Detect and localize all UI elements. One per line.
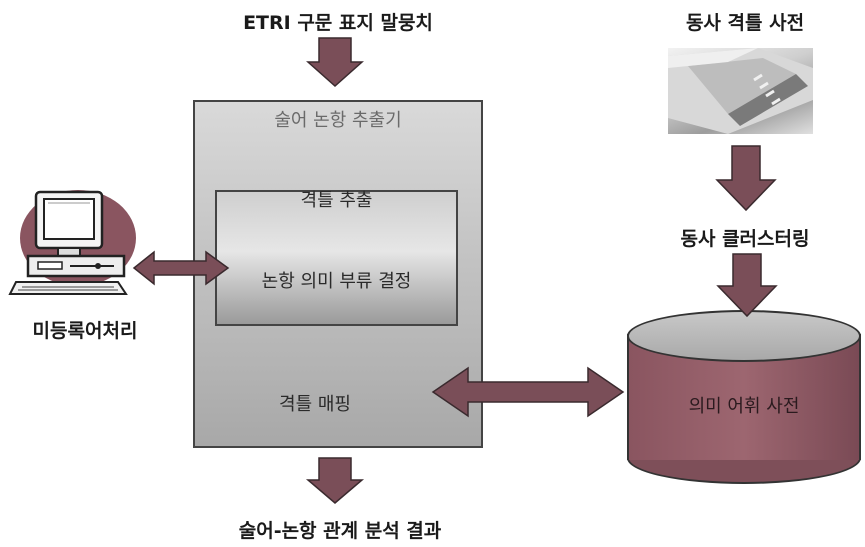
down-arrow-dict bbox=[715, 145, 777, 212]
dictionary-photo bbox=[668, 48, 813, 134]
frame-extraction-label: 격틀 추출 bbox=[300, 190, 373, 211]
semantic-lexicon-label: 의미 어휘 사전 bbox=[688, 396, 800, 417]
verb-clustering-label: 동사 클러스터링 bbox=[680, 228, 810, 250]
down-arrow-cluster bbox=[716, 253, 778, 318]
computer-icon bbox=[8, 190, 136, 295]
unknown-word-processing-label: 미등록어처리 bbox=[32, 320, 138, 342]
output-result-label: 술어-논항 관계 분석 결과 bbox=[238, 520, 442, 542]
inner-process-box bbox=[215, 190, 458, 326]
lexicon-cylinder-top bbox=[627, 310, 861, 362]
down-arrow-input bbox=[306, 37, 364, 88]
input-corpus-label: ETRI 구문 표지 말뭉치 bbox=[243, 12, 433, 34]
verb-frame-dictionary-label: 동사 격틀 사전 bbox=[685, 12, 805, 34]
double-arrow-right bbox=[431, 366, 625, 418]
argument-semantic-class-label: 논항 의미 부류 결정 bbox=[261, 271, 412, 292]
double-arrow-left bbox=[132, 250, 230, 286]
down-arrow-output bbox=[305, 457, 365, 504]
extractor-title: 술어 논항 추출기 bbox=[274, 110, 402, 131]
frame-mapping-label: 격틀 매핑 bbox=[279, 394, 351, 415]
